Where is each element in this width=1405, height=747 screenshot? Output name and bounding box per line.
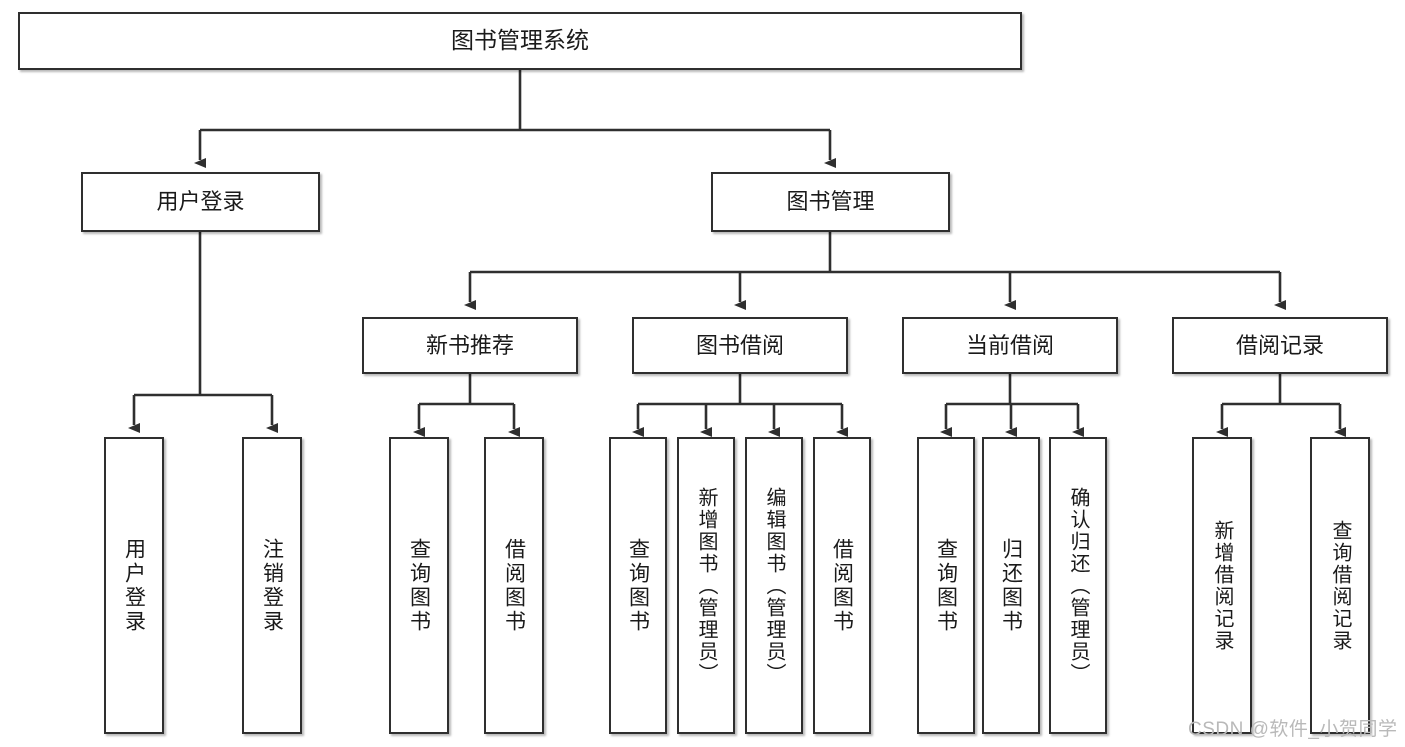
node-new-book-recommend[interactable]: 新书推荐 xyxy=(362,317,578,374)
node-leaf-query-book-recommend[interactable]: 查询图书 xyxy=(389,437,449,734)
node-leaf-add-book-admin[interactable]: 新增图书（管理员） xyxy=(677,437,735,734)
node-leaf-add-borrow-record[interactable]: 新增借阅记录 xyxy=(1192,437,1252,734)
node-label: 查询图书 xyxy=(626,537,650,634)
node-leaf-confirm-return-admin[interactable]: 确认归还（管理员） xyxy=(1049,437,1107,734)
node-leaf-query-book[interactable]: 查询图书 xyxy=(609,437,667,734)
node-label: 确认归还（管理员） xyxy=(1067,486,1089,685)
node-leaf-borrow-book[interactable]: 借阅图书 xyxy=(813,437,871,734)
node-label: 归还图书 xyxy=(999,537,1023,634)
node-book-management[interactable]: 图书管理 xyxy=(711,172,950,232)
node-label: 新增图书（管理员） xyxy=(695,486,717,685)
node-user-login[interactable]: 用户登录 xyxy=(81,172,320,232)
watermark-text: CSDN @软件_小贺同学 xyxy=(1188,719,1398,740)
node-label: 图书管理系统 xyxy=(451,27,589,54)
node-book-borrow[interactable]: 图书借阅 xyxy=(632,317,848,374)
node-label: 当前借阅 xyxy=(965,332,1054,358)
node-label: 借阅图书 xyxy=(502,537,526,634)
node-label: 借阅记录 xyxy=(1235,332,1324,358)
node-current-borrow[interactable]: 当前借阅 xyxy=(902,317,1118,374)
node-label: 注销登录 xyxy=(260,537,284,634)
node-leaf-user-login[interactable]: 用户登录 xyxy=(104,437,164,734)
node-label: 查询借阅记录 xyxy=(1329,519,1351,652)
node-root-system[interactable]: 图书管理系统 xyxy=(18,12,1022,70)
node-label: 查询图书 xyxy=(407,537,431,634)
node-label: 用户登录 xyxy=(156,189,245,215)
node-leaf-query-borrow-record[interactable]: 查询借阅记录 xyxy=(1310,437,1370,734)
node-leaf-query-book-current[interactable]: 查询图书 xyxy=(917,437,975,734)
node-label: 编辑图书（管理员） xyxy=(763,486,785,685)
node-label: 借阅图书 xyxy=(830,537,854,634)
node-leaf-return-book[interactable]: 归还图书 xyxy=(982,437,1040,734)
node-label: 图书借阅 xyxy=(695,332,784,358)
node-label: 用户登录 xyxy=(122,537,146,634)
node-leaf-logout[interactable]: 注销登录 xyxy=(242,437,302,734)
node-label: 新增借阅记录 xyxy=(1211,519,1233,652)
node-label: 查询图书 xyxy=(934,537,958,634)
node-leaf-borrow-book-recommend[interactable]: 借阅图书 xyxy=(484,437,544,734)
node-label: 图书管理 xyxy=(786,189,875,215)
node-leaf-edit-book-admin[interactable]: 编辑图书（管理员） xyxy=(745,437,803,734)
node-label: 新书推荐 xyxy=(425,332,514,358)
node-borrow-record[interactable]: 借阅记录 xyxy=(1172,317,1388,374)
